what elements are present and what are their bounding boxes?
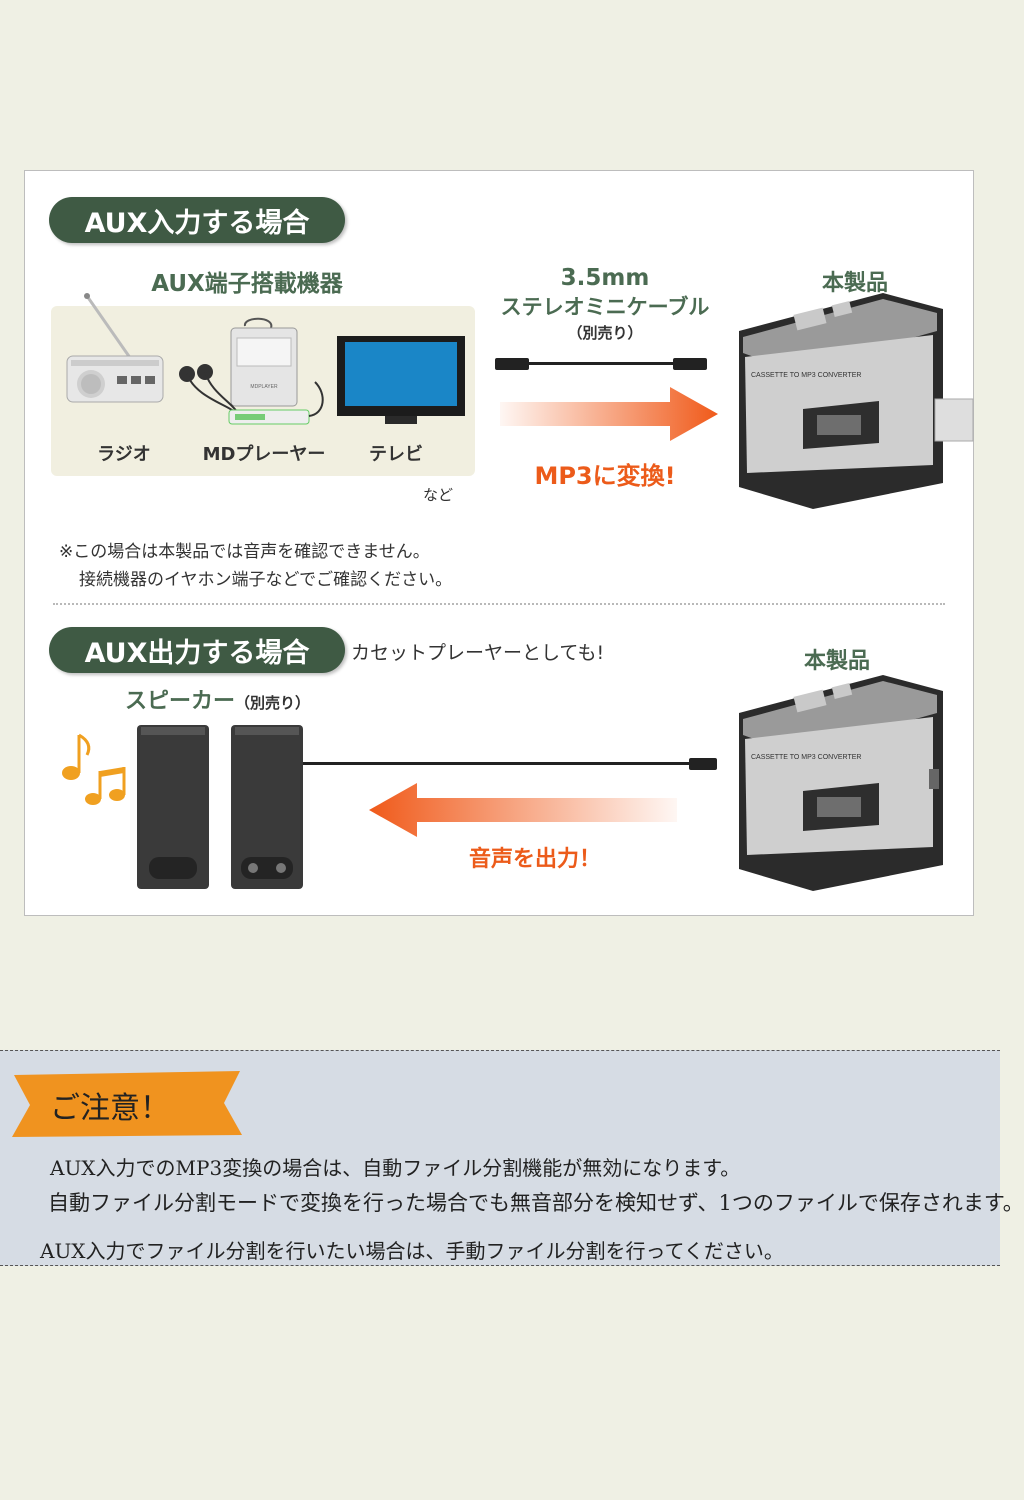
cable-plug-right <box>673 358 707 370</box>
note-line-1: ※この場合は本製品では音声を確認できません。 <box>59 542 430 562</box>
product-label-top: 本製品 <box>821 271 888 296</box>
convert-label: MP3に変換! <box>534 462 676 490</box>
diagram-panel: AUX入力する場合 AUX端子搭載機器 MDPLAYER <box>24 170 974 916</box>
cable-size-label: 3.5mm <box>560 265 650 291</box>
speaker-sold-separately: （別売り） <box>235 694 311 712</box>
devices-etc: など <box>423 486 454 504</box>
output-cable-line <box>303 762 691 765</box>
notice-line-2: 自動ファイル分割モードで変換を行った場合でも無音部分を検知せず、1つのファイルで… <box>48 1191 1024 1215</box>
radio-icon <box>66 293 164 403</box>
product-label-bottom: 本製品 <box>803 649 870 674</box>
cable-type-label: ステレオミニケーブル <box>500 295 710 319</box>
aux-in-title: AUX入力する場合 <box>49 197 345 243</box>
output-cable-plug <box>689 758 717 770</box>
cassette-converter-icon-2: CASSETTE TO MP3 CONVERTER <box>739 675 943 891</box>
speaker-label: スピーカー（別売り） <box>125 683 310 715</box>
notice-section: ご注意！ AUX入力でのMP3変換の場合は、自動ファイル分割機能が無効になります… <box>0 1050 1024 1266</box>
devices-heading: AUX端子搭載機器 <box>151 271 343 297</box>
cable-line <box>529 362 673 365</box>
cassette-brand-text-2: CASSETTE TO MP3 CONVERTER <box>751 754 861 761</box>
speakers-icon <box>137 725 303 889</box>
tv-icon <box>337 336 465 424</box>
speaker-label-text: スピーカー <box>125 689 236 714</box>
aux-out-title: AUX出力する場合 <box>49 627 345 673</box>
cable-plug-left <box>495 358 529 370</box>
output-label: 音声を出力！ <box>468 847 601 872</box>
arrow-left-icon <box>369 783 677 837</box>
section-divider <box>53 603 945 605</box>
note-line-2: 接続機器のイヤホン端子などでご確認ください。 <box>79 570 453 590</box>
notice-line-3: AUX入力でファイル分割を行いたい場合は、手動ファイル分割を行ってください。 <box>40 1239 784 1263</box>
cassette-converter-icon: CASSETTE TO MP3 CONVERTER <box>739 293 974 509</box>
cassette-brand-text: CASSETTE TO MP3 CONVERTER <box>751 372 861 379</box>
arrow-right-icon <box>500 387 718 441</box>
device-label-md: MDプレーヤー <box>202 444 326 465</box>
cable-sold-separately: （別売り） <box>567 324 643 342</box>
music-notes-icon <box>62 733 126 805</box>
aux-out-subtitle: カセットプレーヤーとしても! <box>351 642 605 664</box>
device-label-radio: ラジオ <box>97 444 151 465</box>
md-brand-text: MDPLAYER <box>250 384 278 390</box>
md-player-icon: MDPLAYER <box>179 317 324 425</box>
device-label-tv: テレビ <box>369 444 423 465</box>
notice-line-1: AUX入力でのMP3変換の場合は、自動ファイル分割機能が無効になります。 <box>50 1156 741 1180</box>
devices-box: MDPLAYER ラジオ MDプレーヤー テレビ <box>51 293 475 476</box>
notice-tag-shape <box>12 1071 242 1137</box>
notice-tag: ご注意！ <box>50 1091 170 1126</box>
